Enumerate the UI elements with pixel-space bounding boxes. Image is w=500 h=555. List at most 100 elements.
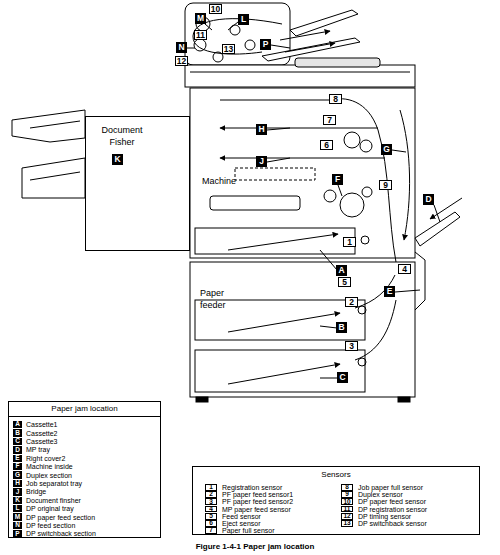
sensor-callout: 2: [345, 297, 358, 307]
callout-letter: H: [13, 480, 22, 487]
callout-letter: F: [13, 463, 22, 470]
feed-roller: [358, 306, 366, 314]
finisher-tray: [12, 110, 85, 142]
callout-letter: B: [336, 322, 347, 333]
sensor-callout: 7Paper full sensor: [205, 527, 217, 534]
finisher-tray: [22, 158, 85, 198]
jam-location-badge: H: [256, 124, 267, 135]
laser-scanner-unit: [235, 168, 315, 180]
jam-location-badge: A: [336, 265, 347, 276]
platen-glass: [190, 72, 410, 73]
jam-location-badge: NDP feed section: [13, 522, 22, 529]
callout-number: 5: [339, 278, 350, 286]
finisher-unit: Document FisherK: [85, 116, 190, 251]
callout-letter: M: [195, 13, 206, 24]
unit-name: Document Fisher: [96, 125, 148, 148]
leader-line: [320, 326, 337, 328]
jam-location-badge: ERight cover2: [13, 455, 22, 462]
leader-line: [320, 250, 337, 270]
callout-number: 6: [321, 141, 332, 149]
toner-container: [210, 196, 300, 210]
foot: [398, 397, 410, 402]
table-heading: Paper jam location: [9, 402, 160, 417]
callout-letter: A: [336, 265, 347, 276]
callout-number: 2: [346, 298, 357, 306]
sensor-callout: 11DP registration sensor: [341, 506, 353, 513]
legend-table: Paper jam locationACassette1BCassette2CC…: [8, 401, 161, 538]
jam-location-badge: K: [112, 154, 123, 165]
callout-letter: J: [13, 488, 22, 495]
legend-description: PF paper feed sensor2: [222, 498, 293, 505]
machine-body: [190, 88, 415, 258]
callout-number: 4: [206, 507, 216, 512]
callout-number: 13: [223, 45, 234, 53]
jam-location-badge: GDuplex section: [13, 471, 22, 478]
legend-description: Feed sensor: [222, 513, 261, 520]
sensor-callout: 1Registration sensor: [205, 484, 217, 491]
sensor-callout: 13DP switchback sensor: [341, 520, 353, 527]
operation-panel: [295, 58, 380, 67]
sensor-callout: 11: [194, 30, 207, 40]
callout-number: 8: [342, 485, 352, 490]
sensor-callout: 10DP paper feed sensor: [341, 498, 353, 505]
legend-description: Job paper full sensor: [358, 484, 423, 491]
sensor-callout: 4MP paper feed sensor: [205, 506, 217, 513]
leader-line: [395, 290, 420, 292]
callout-number: 5: [206, 514, 216, 519]
callout-number: 1: [206, 485, 216, 490]
feed-roller: [361, 236, 369, 244]
part-name: Machine: [202, 176, 262, 188]
developer-roller: [324, 190, 336, 202]
legend-description: DP paper feed section: [26, 513, 95, 520]
callout-letter: C: [13, 438, 22, 445]
tray-edge: [30, 121, 80, 128]
callout-number: 11: [195, 31, 206, 39]
callout-letter: D: [13, 446, 22, 453]
cassette: [195, 228, 355, 254]
legend-description: MP tray: [26, 446, 50, 453]
sensor-callout: 5Feed sensor: [205, 513, 217, 520]
legend-description: DP timing sensor: [358, 513, 411, 520]
legend-description: DP feed section: [26, 522, 75, 529]
leader-line: [271, 45, 290, 48]
callout-number: 9: [342, 492, 352, 497]
callout-letter: J: [256, 156, 267, 167]
jam-location-badge: J: [256, 156, 267, 167]
legend-description: Machine inside: [26, 463, 73, 470]
callout-number: 2: [206, 492, 216, 497]
jam-location-badge: L: [238, 14, 249, 25]
legend-table: Sensors 1Registration sensor2 PF paper fee…: [192, 466, 480, 535]
table-heading: Sensors: [193, 467, 479, 482]
sensor-callout: 9: [379, 180, 392, 190]
jam-location-badge: HJob separatot tray: [13, 480, 22, 487]
callout-number: 9: [380, 181, 391, 189]
jam-location-badge: PDP switchback section: [13, 530, 22, 537]
sensor-callout: 1: [343, 237, 356, 247]
callout-letter: E: [13, 455, 22, 462]
callout-letter: B: [13, 429, 22, 436]
sensor-callout: 12DP timing sensor: [341, 513, 353, 520]
feed-path: [355, 275, 395, 308]
right-cover: [415, 252, 425, 310]
callout-letter: A: [13, 421, 22, 428]
sensor-callout: 8Job paper full sensor: [341, 484, 353, 491]
jam-location-badge: E: [384, 286, 395, 297]
callout-letter: D: [423, 194, 434, 205]
sensor-callout: 5: [338, 277, 351, 287]
cassette: [195, 350, 365, 392]
paper-feeder-body: [190, 262, 415, 397]
exit-arrow: [220, 158, 385, 159]
callout-number: 7: [324, 116, 335, 124]
legend-description: Document finsher: [26, 497, 81, 504]
dp-roller: [245, 40, 255, 50]
callout-number: 8: [330, 95, 341, 103]
jam-location-badge: DMP tray: [13, 446, 22, 453]
legend-description: Duplex sensor: [358, 491, 403, 498]
callout-letter: P: [260, 39, 271, 50]
part-name: Paper feeder: [200, 288, 240, 311]
paper-feed-arrow: [228, 234, 338, 250]
paper-feed-arrow: [228, 364, 340, 384]
jam-location-badge: LDP original tray: [13, 505, 22, 512]
